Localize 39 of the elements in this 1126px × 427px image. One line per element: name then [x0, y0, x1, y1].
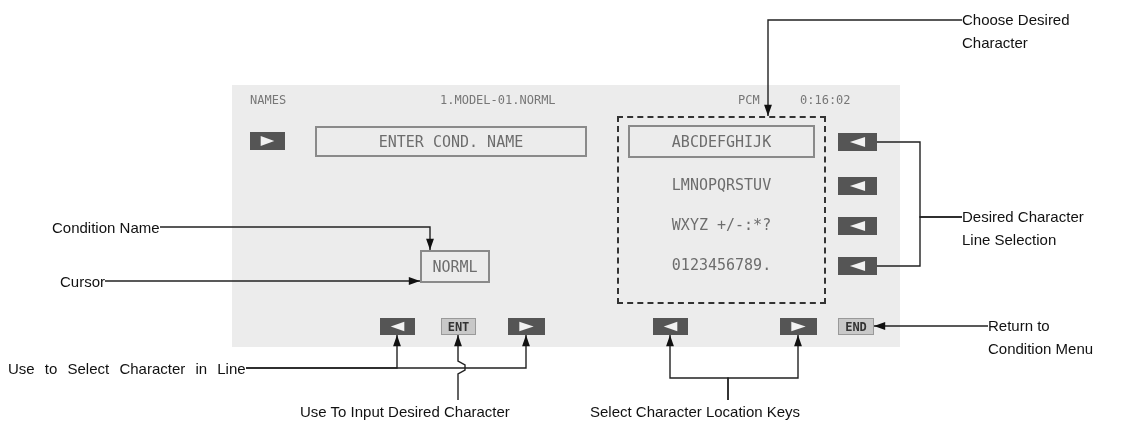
callout-text: Use to Select Character in Line — [8, 357, 246, 379]
left-arrow-key — [838, 217, 877, 235]
leader-line — [159, 226, 434, 251]
left-arrow-key — [838, 177, 877, 195]
leader-line — [764, 19, 963, 117]
callout-text: Return to Condition Menu — [988, 314, 1103, 362]
lcd-text: 0123456789. — [628, 250, 815, 280]
lcd-screen — [232, 85, 900, 347]
left-arrow-key — [838, 133, 877, 151]
callout-text: Select Character Location Keys — [590, 400, 801, 422]
right-arrow-key — [508, 318, 545, 335]
callout-text: Desired Character Line Selection — [962, 205, 1102, 253]
lcd-text-field: ENTER COND. NAME — [315, 126, 587, 157]
right-arrow-key — [780, 318, 817, 335]
callout-text: Choose Desired Character — [962, 8, 1087, 56]
leader-line — [245, 334, 530, 369]
leader-line — [727, 334, 802, 401]
leader-line — [876, 216, 963, 267]
callout-text: Cursor — [60, 270, 105, 292]
callout-text: Use To Input Desired Character — [300, 400, 510, 422]
lcd-text: LMNOPQRSTUV — [628, 170, 815, 200]
function-key: ENT — [441, 318, 476, 335]
lcd-text-field: NORML — [420, 250, 490, 283]
callout-text: Condition Name — [52, 216, 160, 238]
leader-line — [104, 277, 421, 285]
lcd-text: WXYZ +/-:*? — [628, 210, 815, 240]
screen-header-text: 1.MODEL-01.NORML — [440, 93, 556, 107]
left-arrow-key — [838, 257, 877, 275]
left-arrow-key — [653, 318, 688, 335]
screen-header-text: NAMES — [250, 93, 287, 107]
right-arrow-key — [250, 132, 285, 150]
lcd-text-field: ABCDEFGHIJK — [628, 125, 815, 158]
function-key: END — [838, 318, 874, 335]
character-grid-frame — [617, 116, 826, 304]
leader-line — [873, 322, 989, 330]
screen-header-text: 0:16:02 — [800, 93, 851, 107]
screen-header-text: PCM — [738, 93, 760, 107]
leader-line — [454, 334, 466, 401]
left-arrow-key — [380, 318, 415, 335]
